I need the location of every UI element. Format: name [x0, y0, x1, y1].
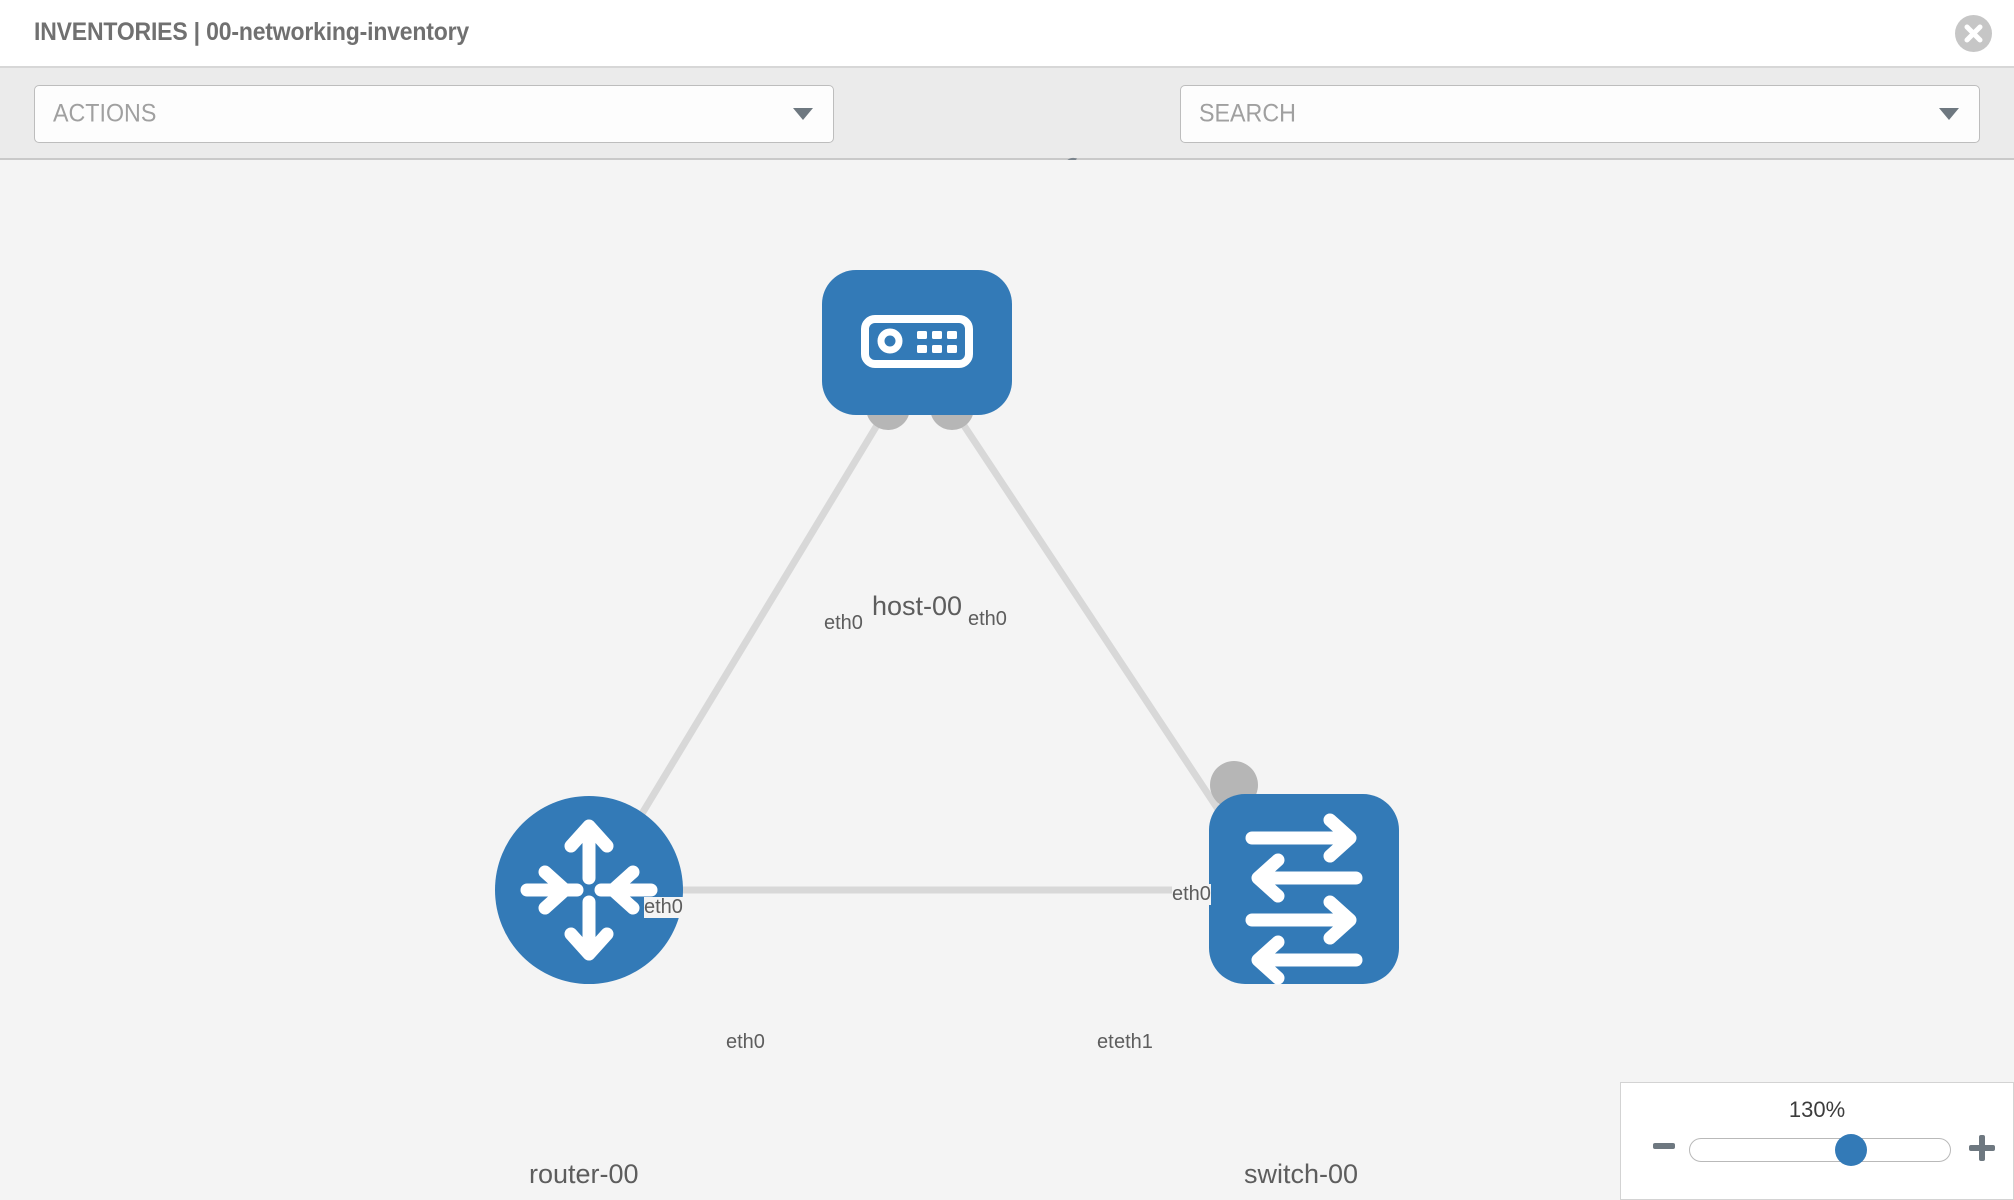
- interface-label-router-eth0-east: eth0: [726, 1031, 765, 1053]
- minus-icon[interactable]: [1651, 1133, 1677, 1164]
- zoom-slider-thumb[interactable]: [1835, 1134, 1868, 1166]
- interface-label-switch-eth0-uplink: eth0: [1172, 883, 1211, 905]
- plus-icon[interactable]: [1967, 1133, 1997, 1168]
- chevron-down-icon: [793, 108, 813, 120]
- node-label-host-00: host-00: [872, 591, 963, 621]
- topology-canvas[interactable]: host-00 router-00 switch-00 eth0 eth0 et…: [0, 160, 2014, 1200]
- toolbar: ACTIONS SEARCH: [0, 68, 2014, 192]
- node-label-router-00: router-00: [529, 1159, 639, 1189]
- chevron-down-icon: [1939, 108, 1959, 120]
- zoom-control-panel: 130%: [1620, 1082, 2014, 1200]
- interface-label-host-eth0-left: eth0: [824, 612, 863, 634]
- link-host-switch: [952, 410, 1248, 852]
- zoom-percent-label: 130%: [1788, 1097, 1846, 1122]
- topology-graph: [495, 270, 1399, 985]
- page-title: INVENTORIES | 00-networking-inventory: [34, 18, 470, 46]
- interface-label-host-eth0-right: eth0: [968, 608, 1007, 630]
- actions-dropdown-label: ACTIONS: [53, 99, 157, 128]
- topology-links: [617, 410, 1248, 894]
- close-icon[interactable]: [1955, 15, 1992, 52]
- node-router-00: [495, 796, 683, 984]
- search-placeholder: SEARCH: [1199, 99, 1296, 128]
- node-label-switch-00: switch-00: [1244, 1159, 1359, 1189]
- node-host-00: [822, 270, 1012, 415]
- topology-ports: [639, 386, 1258, 914]
- node-switch-00: [1209, 794, 1399, 985]
- actions-dropdown[interactable]: ACTIONS: [34, 85, 834, 143]
- interface-label-switch-eth1: eth1: [1114, 1031, 1153, 1053]
- search-input[interactable]: SEARCH: [1180, 85, 1980, 143]
- page-header: INVENTORIES | 00-networking-inventory: [0, 0, 2014, 68]
- zoom-slider[interactable]: [1689, 1134, 1951, 1166]
- link-host-router: [617, 410, 888, 852]
- interface-label-router-eth0-uplink: eth0: [644, 896, 683, 918]
